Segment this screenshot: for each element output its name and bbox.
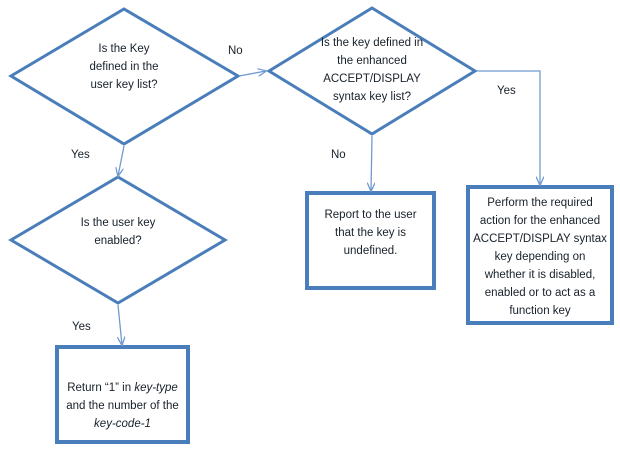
- connector-yes-to-perform-action: [477, 70, 540, 185]
- process-node-perform-action[interactable]: [466, 185, 614, 325]
- process-node-report-undefined[interactable]: [305, 191, 436, 290]
- edge-label-no-report-undefined: No: [331, 149, 346, 161]
- return-text-part-2: and the number of the: [66, 400, 179, 412]
- connector-yes-to-return-key-type: [118, 304, 122, 345]
- decision-node-user-key-enabled[interactable]: [8, 175, 228, 305]
- return-text-key-type: key-type: [134, 382, 178, 394]
- process-label-return-key-type: Return “1” in key-type and the number of…: [62, 361, 183, 433]
- decision-label-user-key-list: Is the Key defined in the user key list?: [89, 43, 159, 91]
- process-label-perform-action: Perform the required action for the enha…: [473, 197, 607, 317]
- decision-node-user-key-list[interactable]: [8, 7, 241, 146]
- edge-label-no-enhanced-list: No: [228, 45, 243, 57]
- return-text-part-1: Return “1” in: [67, 382, 135, 394]
- process-node-return-key-type[interactable]: [55, 345, 190, 444]
- edge-label-yes-perform-action: Yes: [497, 85, 516, 97]
- connector-no-to-report-undefined: [371, 135, 372, 191]
- edge-label-yes-user-key-enabled: Yes: [71, 149, 90, 161]
- connector-yes-to-user-key-enabled: [118, 145, 125, 176]
- connector-no-to-enhanced-list: [238, 71, 266, 77]
- decision-label-enhanced-syntax-key-list: Is the key defined in the enhanced ACCEP…: [320, 37, 424, 103]
- return-text-key-code: key-code-1: [94, 418, 151, 430]
- decision-node-enhanced-syntax-key-list[interactable]: [266, 6, 478, 136]
- process-label-report-undefined: Report to the user that the key is undef…: [324, 209, 417, 257]
- decision-label-user-key-enabled: Is the user key enabled?: [80, 217, 156, 247]
- edge-label-yes-return-key-type: Yes: [72, 321, 91, 333]
